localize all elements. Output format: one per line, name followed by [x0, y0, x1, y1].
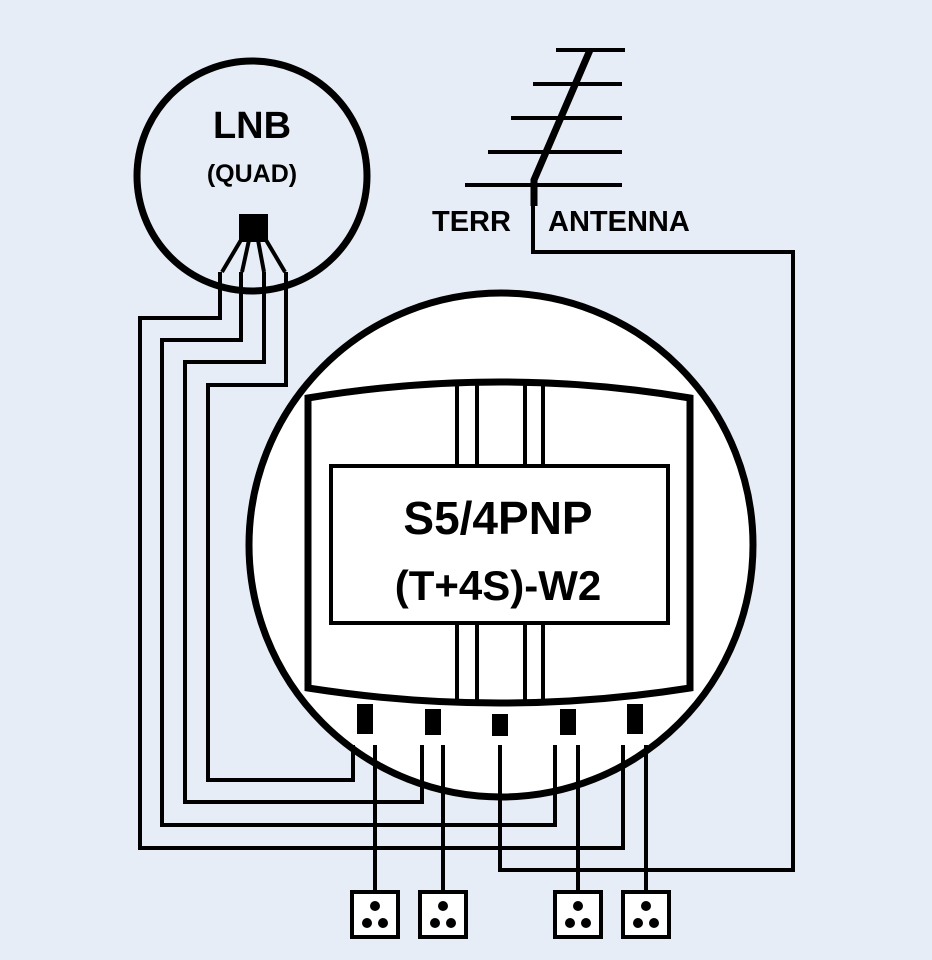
terr-antenna-icon: [465, 48, 625, 206]
port-1: [357, 704, 373, 734]
lnb: LNB (QUAD): [133, 57, 371, 295]
lnb-subtitle: (QUAD): [207, 160, 297, 188]
lnb-title: LNB: [213, 105, 291, 147]
lnb-cable-3: [183, 272, 424, 804]
socket-2-icon: [418, 890, 468, 939]
socket-1-icon: [350, 890, 400, 939]
terr-cable: [498, 205, 795, 872]
model-line-2: (T+4S)-W2: [395, 562, 602, 609]
lnb-cable-2: [160, 272, 557, 827]
multiswitch: S5/4PNP (T+4S)-W2: [245, 289, 757, 801]
model-line-1: S5/4PNP: [403, 492, 592, 544]
lnb-connector: [239, 214, 268, 242]
model-label-box: [329, 464, 670, 625]
multiswitch-ports: [357, 704, 643, 736]
socket-4-icon: [621, 890, 671, 939]
port-3: [492, 714, 508, 736]
port-5: [627, 704, 643, 734]
port-4: [560, 709, 576, 735]
lnb-cable-1: [138, 272, 625, 850]
lnb-fan: [220, 238, 287, 274]
socket-3-icon: [553, 890, 603, 939]
outlet-sockets: [350, 890, 671, 939]
antenna-label-antenna: ANTENNA: [548, 206, 690, 238]
port-stubs: [351, 745, 648, 800]
lnb-circle: [133, 57, 371, 295]
antenna-label-terr: TERR: [432, 206, 511, 238]
port-2: [425, 709, 441, 735]
